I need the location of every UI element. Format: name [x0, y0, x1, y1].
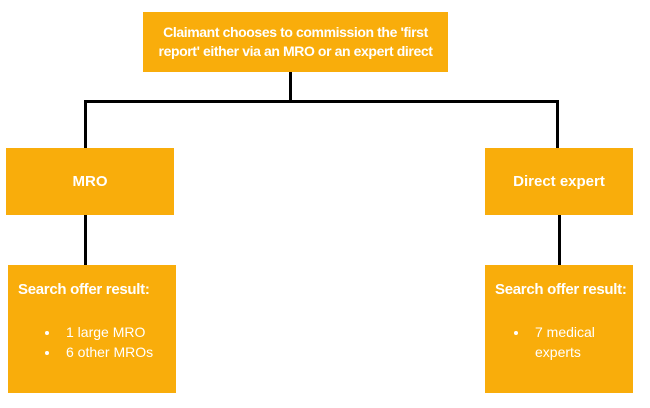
mro-result-node: Search offer result: 1 large MRO 6 other… — [8, 265, 176, 393]
connector-drop-direct — [556, 100, 559, 148]
root-node: Claimant chooses to commission the 'firs… — [143, 12, 448, 72]
root-node-label-line2: report' either via an MRO or an expert d… — [158, 43, 433, 59]
direct-expert-result-node: Search offer result: 7 medical experts — [485, 265, 633, 393]
mro-result-heading: Search offer result: — [18, 281, 150, 298]
connector-root-stem — [289, 72, 292, 102]
connector-mro-result — [84, 215, 87, 265]
mro-result-bullet: 1 large MRO — [60, 322, 168, 342]
direct-expert-node: Direct expert — [485, 148, 633, 215]
direct-expert-node-label: Direct expert — [513, 173, 605, 190]
mro-node-label: MRO — [72, 173, 108, 190]
direct-expert-result-bullet-list: 7 medical experts — [495, 322, 625, 362]
direct-expert-result-bullet: 7 medical experts — [529, 322, 625, 362]
root-node-label-line1: Claimant chooses to commission the 'firs… — [163, 24, 428, 40]
mro-result-bullet-list: 1 large MRO 6 other MROs — [18, 322, 168, 362]
direct-expert-result-heading: Search offer result: — [495, 281, 627, 298]
mro-node: MRO — [6, 148, 174, 215]
connector-direct-result — [558, 215, 561, 265]
connector-crossbar — [84, 100, 559, 103]
mro-result-bullet: 6 other MROs — [60, 342, 168, 362]
connector-drop-mro — [84, 100, 87, 148]
